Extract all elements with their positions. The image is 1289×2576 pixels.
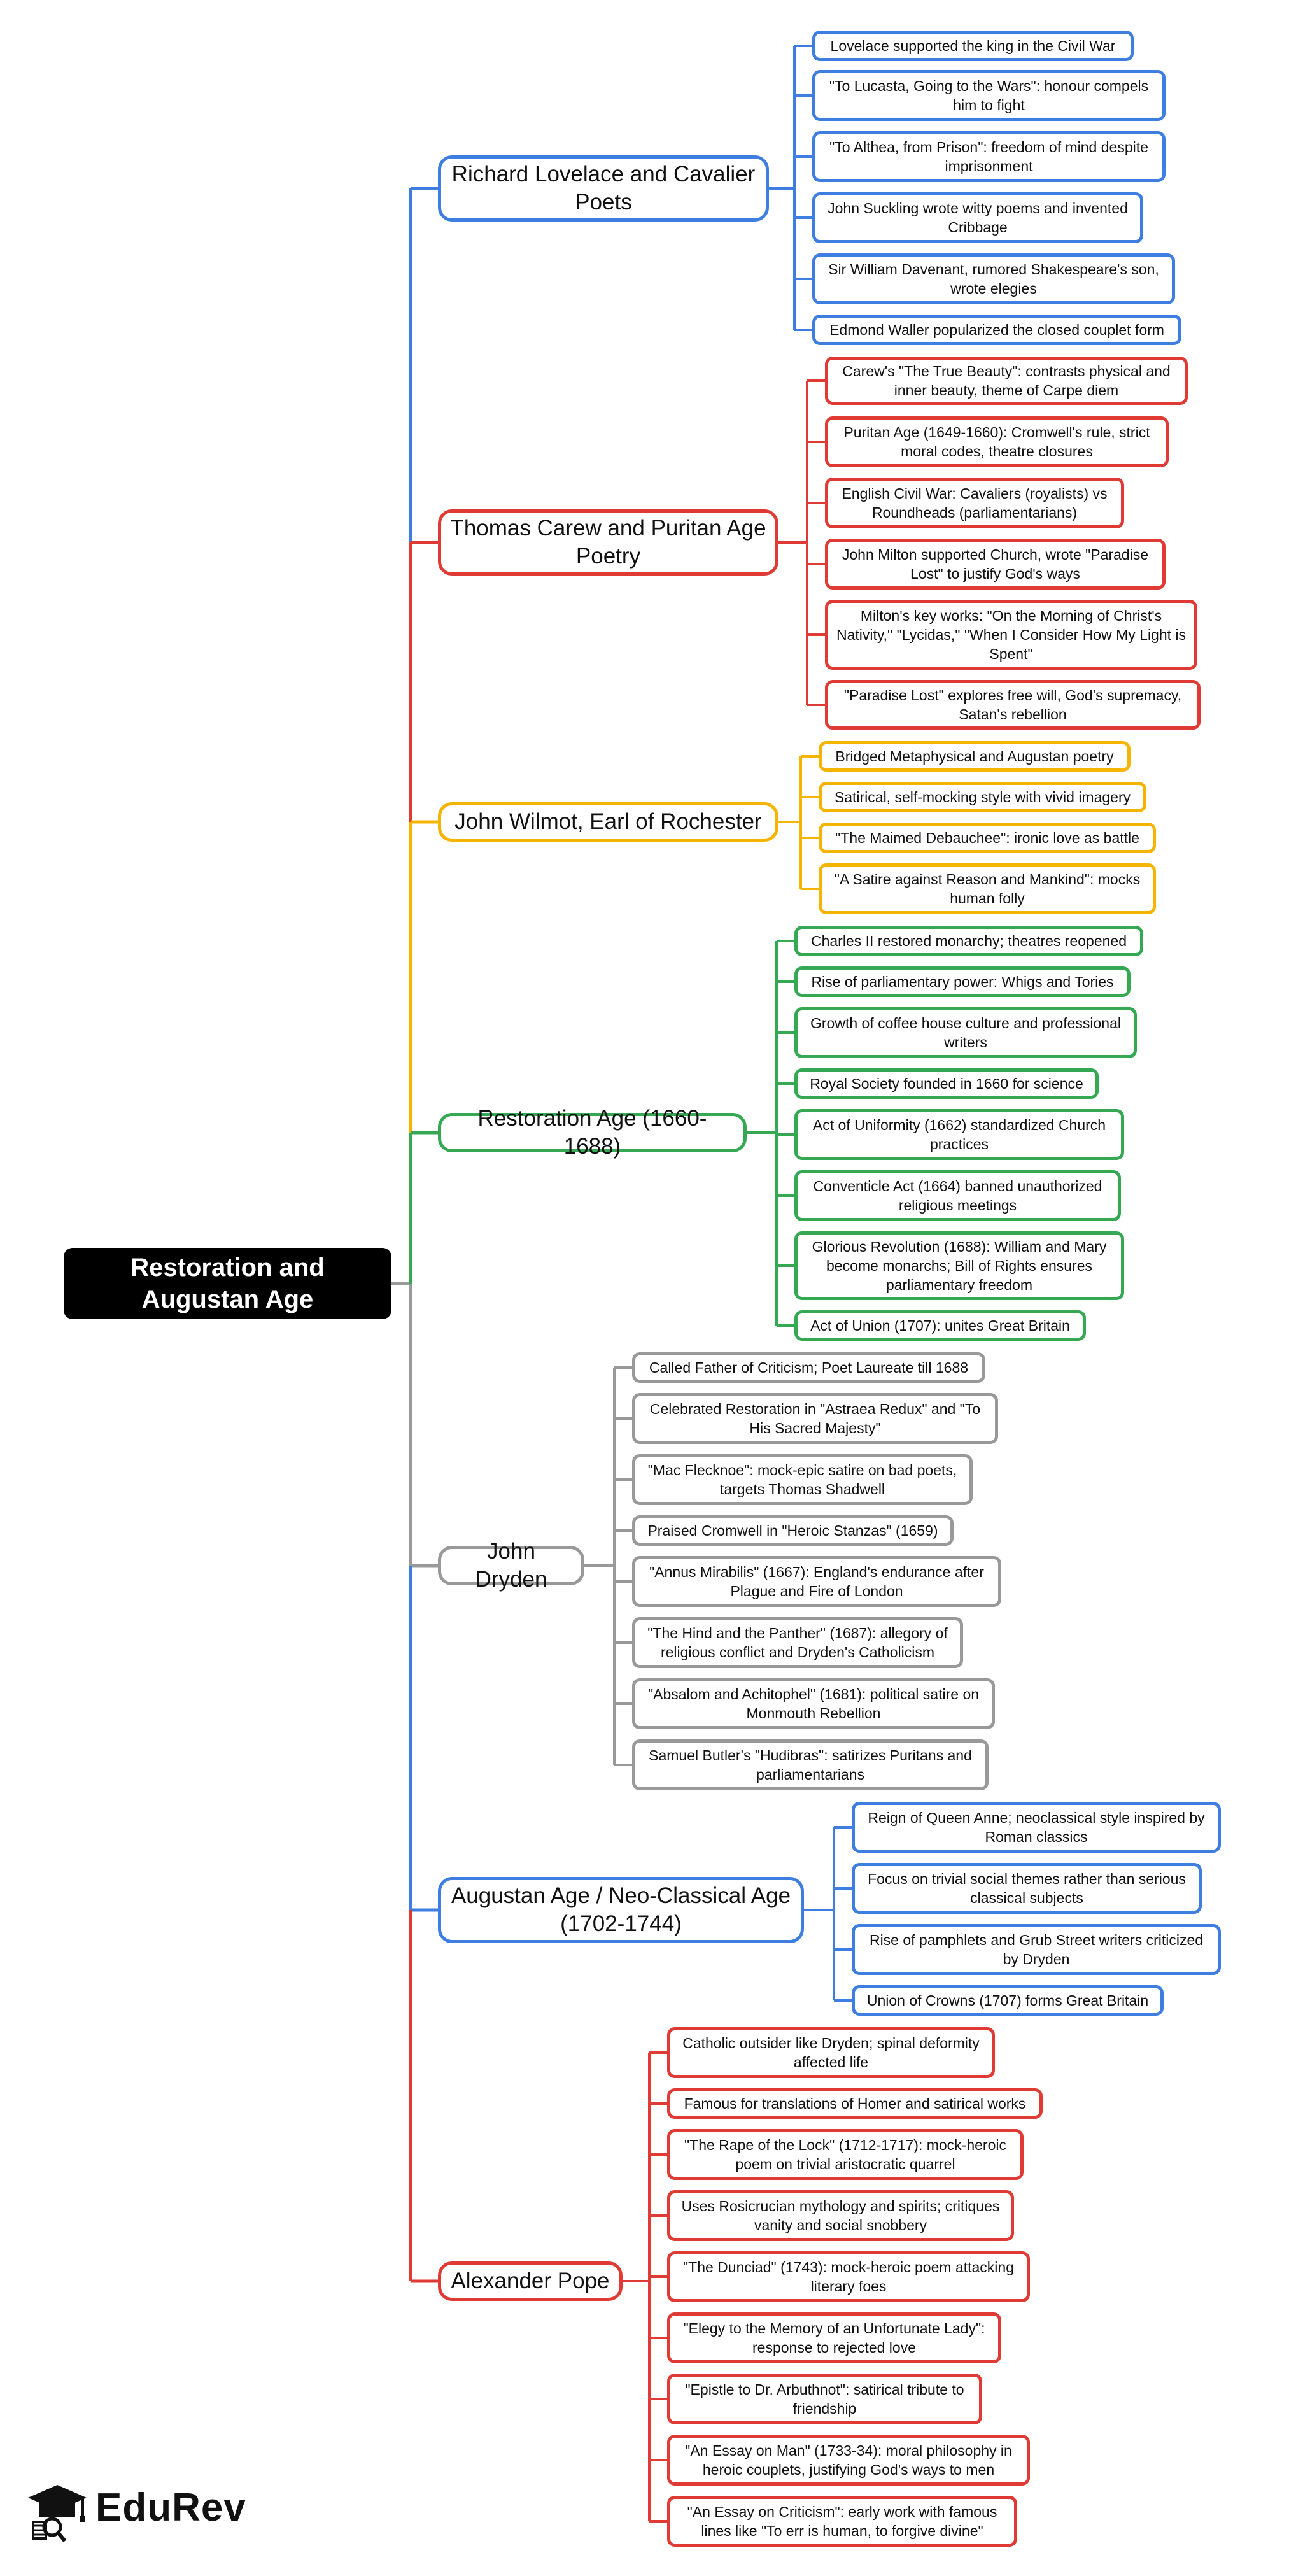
leaf-rochester-2: Satirical, self-mocking style with vivid… [819,782,1146,812]
leaf-restoration-5: Act of Uniformity (1662) standardized Ch… [794,1109,1124,1160]
leaf-dryden-4: Praised Cromwell in "Heroic Stanzas" (16… [632,1515,954,1546]
graduation-cap-icon [28,2485,87,2542]
leaf-lovelace-4: John Suckling wrote witty poems and inve… [812,192,1143,243]
leaf-lovelace-5: Sir William Davenant, rumored Shakespear… [812,253,1175,304]
leaf-dryden-5: "Annus Mirabilis" (1667): England's endu… [632,1556,1001,1607]
leaf-pope-5: "The Dunciad" (1743): mock-heroic poem a… [667,2251,1030,2302]
leaf-pope-3: "The Rape of the Lock" (1712-1717): mock… [667,2129,1024,2180]
leaf-pope-2: Famous for translations of Homer and sat… [667,2088,1043,2119]
leaf-pope-1: Catholic outsider like Dryden; spinal de… [667,2027,995,2078]
leaf-pope-9: "An Essay on Criticism": early work with… [667,2496,1017,2547]
leaf-rochester-3: "The Maimed Debauchee": ironic love as b… [819,823,1156,853]
leaf-dryden-6: "The Hind and the Panther" (1687): alleg… [632,1617,963,1668]
leaf-restoration-7: Glorious Revolution (1688): William and … [794,1231,1124,1300]
leaf-carew-4: John Milton supported Church, wrote "Par… [825,539,1166,590]
branch-restoration-age: Restoration Age (1660-1688) [438,1106,747,1159]
branch-rochester: John Wilmot, Earl of Rochester [438,802,778,842]
leaf-dryden-7: "Absalom and Achitophel" (1681): politic… [632,1678,995,1729]
leaf-pope-8: "An Essay on Man" (1733-34): moral philo… [667,2435,1030,2486]
leaf-restoration-8: Act of Union (1707): unites Great Britai… [794,1310,1086,1341]
leaf-carew-2: Puritan Age (1649-1660): Cromwell's rule… [825,416,1169,467]
leaf-restoration-4: Royal Society founded in 1660 for scienc… [794,1068,1099,1099]
leaf-carew-1: Carew's "The True Beauty": contrasts phy… [825,357,1188,405]
edurev-logo[interactable]: EduRev [25,2480,255,2550]
leaf-dryden-2: Celebrated Restoration in "Astraea Redux… [632,1393,998,1444]
leaf-dryden-1: Called Father of Criticism; Poet Laureat… [632,1352,985,1383]
leaf-dryden-8: Samuel Butler's "Hudibras": satirizes Pu… [632,1739,989,1790]
leaf-augustan-2: Focus on trivial social themes rather th… [852,1863,1202,1914]
leaf-restoration-6: Conventicle Act (1664) banned unauthoriz… [794,1170,1121,1221]
leaf-restoration-2: Rise of parliamentary power: Whigs and T… [794,966,1131,997]
branch-dryden: John Dryden [438,1539,584,1592]
leaf-carew-3: English Civil War: Cavaliers (royalists)… [825,478,1124,528]
branch-lovelace-cavalier: Richard Lovelace and Cavalier Poets [438,155,769,222]
branch-carew-puritan: Thomas Carew and Puritan Age Poetry [438,509,778,576]
root-node: Restoration and Augustan Age [64,1248,391,1319]
leaf-lovelace-6: Edmond Waller popularized the closed cou… [812,315,1181,345]
leaf-augustan-4: Union of Crowns (1707) forms Great Brita… [852,1985,1164,2016]
leaf-pope-6: "Elegy to the Memory of an Unfortunate L… [667,2312,1001,2363]
leaf-pope-7: "Epistle to Dr. Arbuthnot": satirical tr… [667,2374,982,2424]
leaf-pope-4: Uses Rosicrucian mythology and spirits; … [667,2190,1014,2241]
leaf-carew-5: Milton's key works: "On the Morning of C… [825,600,1197,670]
leaf-augustan-3: Rise of pamphlets and Grub Street writer… [852,1924,1221,1975]
leaf-carew-6: "Paradise Lost" explores free will, God'… [825,680,1201,730]
leaf-augustan-1: Reign of Queen Anne; neoclassical style … [852,1802,1221,1853]
leaf-rochester-1: Bridged Metaphysical and Augustan poetry [819,741,1131,772]
logo-text: EduRev [95,2486,246,2530]
leaf-restoration-1: Charles II restored monarchy; theatres r… [794,926,1143,956]
leaf-dryden-3: "Mac Flecknoe": mock-epic satire on bad … [632,1454,973,1505]
leaf-lovelace-3: "To Althea, from Prison": freedom of min… [812,131,1166,182]
branch-augustan-age: Augustan Age / Neo-Classical Age (1702-1… [438,1877,804,1943]
leaf-rochester-4: "A Satire against Reason and Mankind": m… [819,863,1156,914]
leaf-lovelace-1: Lovelace supported the king in the Civil… [812,31,1134,61]
leaf-lovelace-2: "To Lucasta, Going to the Wars": honour … [812,70,1166,121]
leaf-restoration-3: Growth of coffee house culture and profe… [794,1007,1137,1058]
branch-pope: Alexander Pope [438,2261,623,2301]
